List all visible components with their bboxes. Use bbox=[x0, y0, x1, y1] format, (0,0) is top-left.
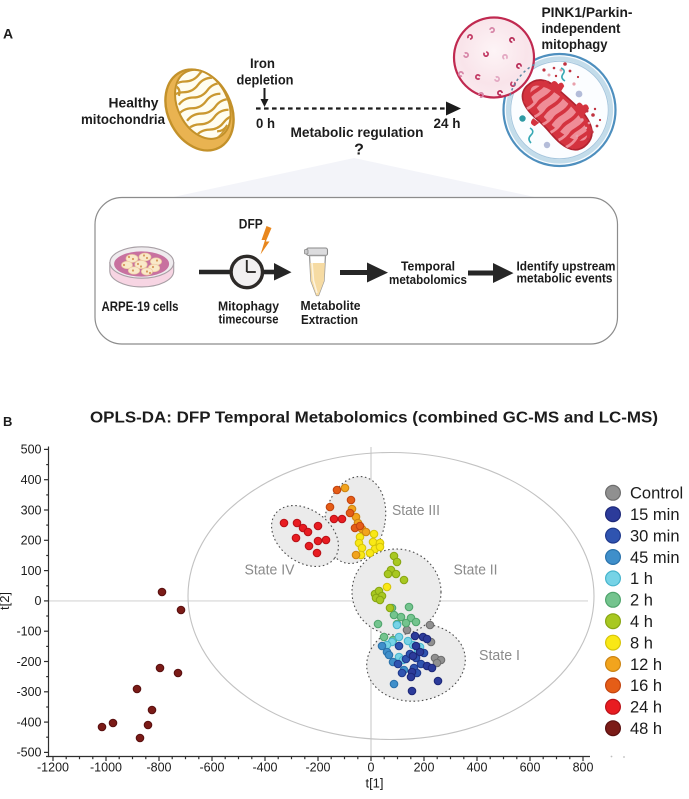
svg-text:-400: -400 bbox=[16, 715, 41, 729]
svg-text:48 h: 48 h bbox=[630, 720, 662, 738]
svg-text:State II: State II bbox=[454, 563, 498, 579]
svg-text:mitochondria: mitochondria bbox=[81, 111, 165, 127]
svg-text:24 h: 24 h bbox=[630, 699, 662, 717]
svg-text:-1000: -1000 bbox=[90, 761, 122, 775]
svg-text:300: 300 bbox=[21, 503, 42, 517]
svg-text:400: 400 bbox=[467, 761, 488, 775]
svg-text:t[2]: t[2] bbox=[0, 592, 12, 610]
svg-text:12 h: 12 h bbox=[630, 656, 662, 674]
svg-text:200: 200 bbox=[21, 534, 42, 548]
svg-text:-100: -100 bbox=[16, 625, 41, 639]
svg-text:400: 400 bbox=[21, 473, 42, 487]
svg-text:600: 600 bbox=[520, 761, 541, 775]
svg-text:independent: independent bbox=[542, 20, 621, 36]
svg-text:Metabolic regulation: Metabolic regulation bbox=[291, 124, 424, 140]
svg-text:45 min: 45 min bbox=[630, 549, 680, 567]
svg-text:-600: -600 bbox=[199, 761, 224, 775]
svg-text:24 h: 24 h bbox=[434, 116, 461, 131]
svg-text:Control: Control bbox=[630, 485, 683, 503]
svg-text:Healthy: Healthy bbox=[109, 95, 159, 111]
svg-text:-200: -200 bbox=[16, 655, 41, 669]
svg-text:8 h: 8 h bbox=[630, 634, 653, 652]
svg-text:16 h: 16 h bbox=[630, 677, 662, 695]
svg-text:800: 800 bbox=[573, 761, 594, 775]
svg-text:Metabolite: Metabolite bbox=[301, 298, 361, 313]
svg-text:2 h: 2 h bbox=[630, 592, 653, 610]
svg-text:Extraction: Extraction bbox=[301, 312, 358, 327]
svg-text:200: 200 bbox=[414, 761, 435, 775]
svg-text:100: 100 bbox=[21, 564, 42, 578]
svg-text:0: 0 bbox=[35, 594, 42, 608]
svg-text:metabolomics: metabolomics bbox=[389, 272, 467, 287]
svg-text:A: A bbox=[3, 26, 13, 42]
svg-text:-300: -300 bbox=[16, 685, 41, 699]
svg-text:Identify upstream: Identify upstream bbox=[517, 258, 616, 273]
svg-text:metabolic events: metabolic events bbox=[517, 271, 613, 286]
svg-text:OPLS-DA: DFP Temporal Metabolo: OPLS-DA: DFP Temporal Metabolomics (comb… bbox=[90, 410, 658, 427]
svg-text:State III: State III bbox=[392, 503, 440, 519]
svg-text:Iron: Iron bbox=[250, 56, 275, 71]
svg-text:-800: -800 bbox=[146, 761, 171, 775]
svg-text:State IV: State IV bbox=[245, 563, 295, 579]
svg-text:State I: State I bbox=[479, 648, 520, 664]
svg-text:B: B bbox=[3, 414, 12, 429]
svg-text:Temporal: Temporal bbox=[401, 259, 455, 274]
svg-text:t[1]: t[1] bbox=[365, 776, 383, 791]
svg-text:PINK1/Parkin-: PINK1/Parkin- bbox=[542, 4, 633, 20]
svg-text:-400: -400 bbox=[252, 761, 277, 775]
svg-text:4 h: 4 h bbox=[630, 613, 653, 631]
svg-text:1 h: 1 h bbox=[630, 570, 653, 588]
svg-text:DFP: DFP bbox=[239, 217, 263, 232]
svg-text:30 min: 30 min bbox=[630, 527, 680, 545]
svg-text:0 h: 0 h bbox=[256, 116, 275, 131]
svg-text:15 min: 15 min bbox=[630, 506, 680, 524]
svg-text:depletion: depletion bbox=[237, 73, 294, 88]
svg-text:?: ? bbox=[354, 142, 364, 159]
svg-text:Mitophagy: Mitophagy bbox=[218, 299, 280, 314]
svg-text:ARPE-19 cells: ARPE-19 cells bbox=[102, 299, 179, 314]
svg-text:-200: -200 bbox=[305, 761, 330, 775]
svg-text:mitophagy: mitophagy bbox=[542, 36, 608, 52]
svg-text:timecourse: timecourse bbox=[219, 312, 279, 327]
svg-text:-500: -500 bbox=[16, 746, 41, 760]
svg-text:500: 500 bbox=[21, 443, 42, 457]
svg-text:-1200: -1200 bbox=[37, 761, 69, 775]
svg-text:0: 0 bbox=[368, 761, 375, 775]
